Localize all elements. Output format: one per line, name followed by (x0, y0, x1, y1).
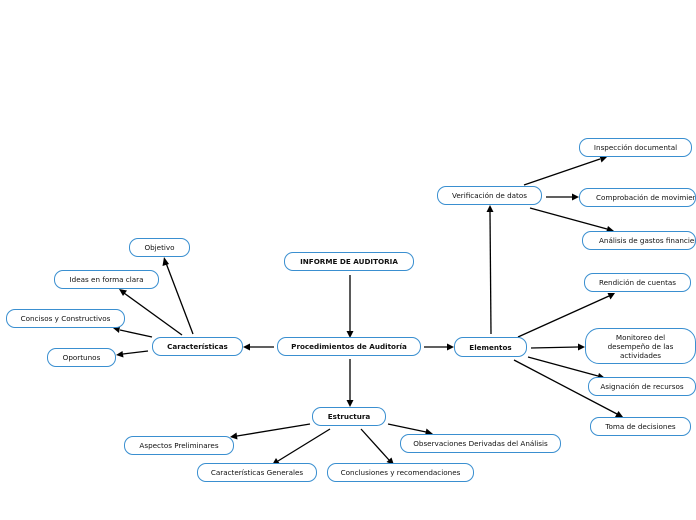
node-comprobacion[interactable]: Comprobación de movimientos (579, 188, 696, 207)
node-informe[interactable]: INFORME DE AUDITORIA (284, 252, 414, 271)
edge-verificacion-analisis (529, 207, 614, 233)
edge-elementos-rendicion (517, 293, 615, 338)
node-verificacion[interactable]: Verificación de datos (437, 186, 542, 205)
node-inspeccion[interactable]: Inspección documental (579, 138, 692, 157)
node-asignacion[interactable]: Asignación de recursos (588, 377, 696, 396)
edge-caracteristicas-concisos (113, 326, 153, 338)
edge-caracteristicas-objetivo (162, 257, 194, 335)
edge-elementos-toma (513, 359, 623, 417)
edge-estructura-conclusiones (360, 428, 394, 465)
node-ideas[interactable]: Ideas en forma clara (54, 270, 159, 289)
node-objetivo[interactable]: Objetivo (129, 238, 190, 257)
node-caracteristicas[interactable]: Características (152, 337, 243, 356)
node-observaciones[interactable]: Observaciones Derivadas del Análisis (400, 434, 561, 453)
edge-estructura-aspectos (230, 423, 311, 440)
edge-caracteristicas-ideas (119, 289, 183, 336)
edge-caracteristicas-oportunos (116, 350, 149, 358)
edge-procedimientos-elementos (424, 343, 454, 351)
node-monitoreo[interactable]: Monitoreo del desempeño de las actividad… (585, 328, 696, 364)
edge-procedimientos-caracteristicas (243, 343, 274, 351)
edge-verificacion-comprobacion (546, 193, 579, 201)
node-aspectos[interactable]: Aspectos Preliminares (124, 436, 234, 455)
node-elementos[interactable]: Elementos (454, 337, 527, 357)
edge-procedimientos-estructura (346, 359, 354, 407)
node-concisos[interactable]: Concisos y Constructivos (6, 309, 125, 328)
edge-estructura-observaciones (387, 423, 433, 436)
node-analisis-gastos[interactable]: Análisis de gastos financieros (582, 231, 696, 250)
node-estructura[interactable]: Estructura (312, 407, 386, 426)
node-conclusiones[interactable]: Conclusiones y recomendaciones (327, 463, 474, 482)
edge-elementos-verificacion (486, 205, 494, 335)
edge-estructura-caracteristicas-generales (272, 428, 331, 465)
edge-elementos-monitoreo (530, 343, 585, 351)
node-oportunos[interactable]: Oportunos (47, 348, 116, 367)
node-rendicion[interactable]: Rendición de cuentas (584, 273, 691, 292)
node-procedimientos[interactable]: Procedimientos de Auditoría (277, 337, 421, 356)
node-caracteristicas-generales[interactable]: Características Generales (197, 463, 317, 482)
edge-verificacion-inspeccion (523, 156, 607, 186)
edge-informe-procedimientos (346, 275, 354, 338)
node-toma[interactable]: Toma de decisiones (590, 417, 691, 436)
